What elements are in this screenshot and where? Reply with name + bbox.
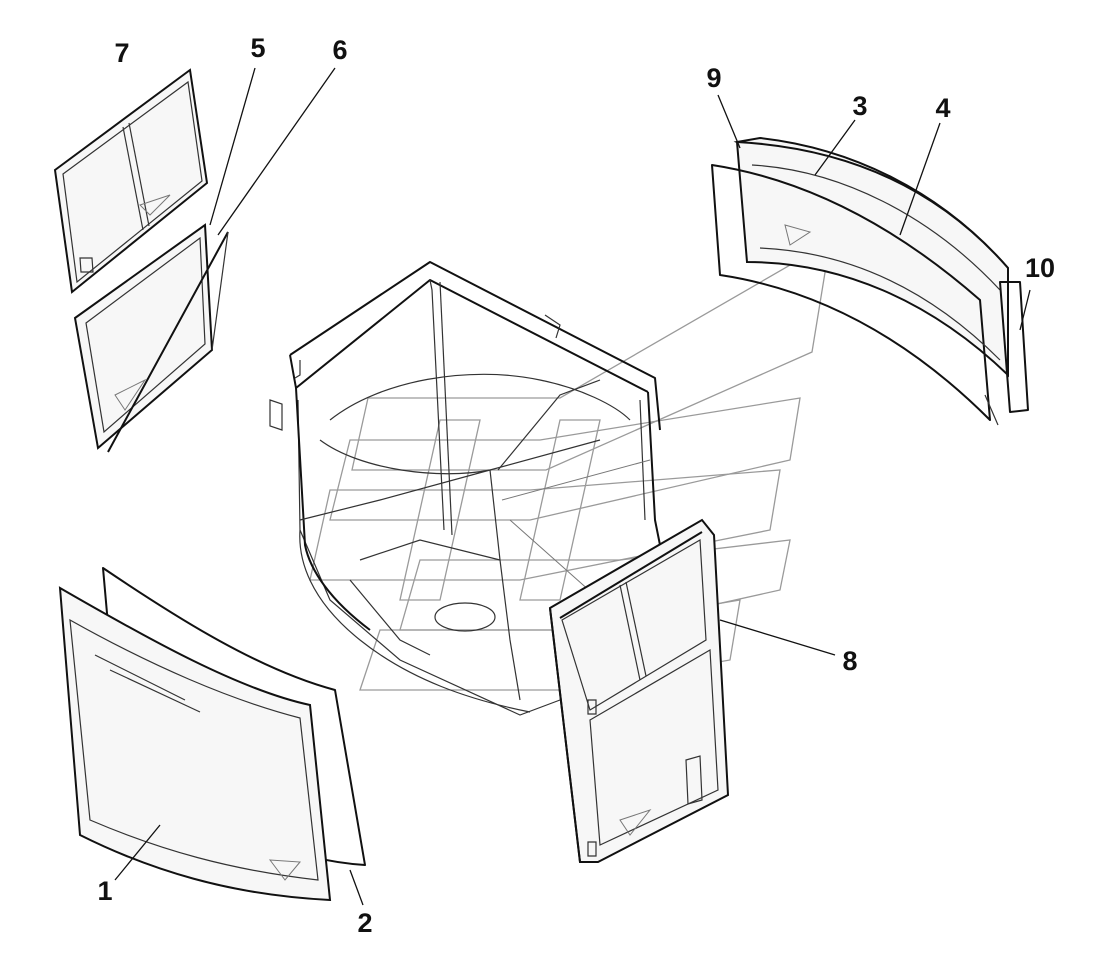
cab-frame (269, 261, 661, 716)
callout-6: 6 (332, 35, 347, 65)
callout-3: 3 (852, 91, 867, 121)
part-7-window (53, 68, 209, 294)
part-5-6-window-seal (73, 223, 229, 453)
callout-8: 8 (842, 646, 857, 676)
part-8-door (548, 518, 730, 863)
callout-5: 5 (250, 33, 265, 63)
callout-2: 2 (357, 908, 372, 938)
callout-9: 9 (706, 63, 721, 93)
leader-lines (114, 67, 1031, 906)
part-3-4-9-10-rear-glass (711, 136, 1029, 426)
part-1-2-front-windshield (58, 567, 366, 902)
callout-labels: 1 2 3 4 5 6 7 8 9 10 (97, 33, 1055, 938)
callout-1: 1 (97, 876, 112, 906)
callout-7: 7 (114, 38, 129, 68)
callout-4: 4 (935, 93, 950, 123)
callout-10: 10 (1025, 253, 1055, 283)
